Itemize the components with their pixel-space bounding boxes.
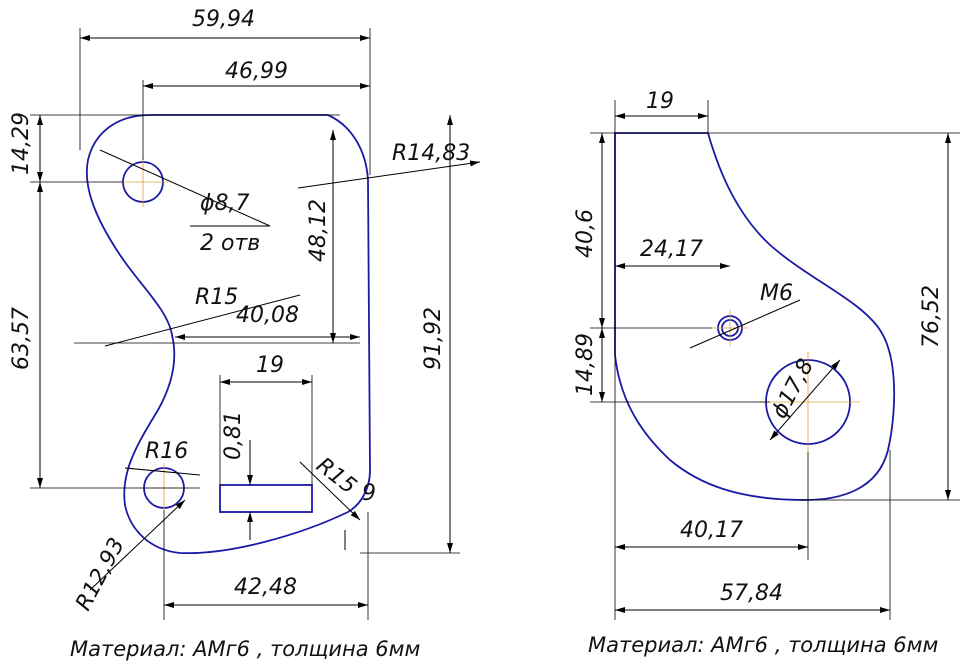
left-part: 59,94 46,99 14,29 R14,83 ϕ8,7 2 отв 48,1…: [9, 7, 481, 661]
dim-small-9: 9: [362, 481, 376, 506]
dim-slot-width: 19: [256, 353, 284, 378]
r-dim-top-width: 19: [646, 89, 674, 114]
r-dim-overall-width: 57,84: [720, 581, 783, 606]
dim-bottom-width: 42,48: [234, 575, 297, 600]
r-dim-hole-center-x: 40,17: [680, 518, 743, 543]
dim-radius-bottom-right: R15: [311, 453, 360, 499]
dim-left-height: 63,57: [9, 307, 34, 370]
dim-radius-hole2: R16: [145, 439, 188, 464]
dim-radius-bottom-left: R12,93: [71, 534, 130, 615]
dim-radius-waist: R15: [195, 285, 238, 310]
r-dim-thread: M6: [760, 281, 793, 306]
dim-overall-height: 91,92: [421, 307, 446, 370]
dim-radius-top-right: R14,83: [392, 141, 470, 166]
dim-waist-width: 40,08: [236, 303, 299, 328]
dim-top-offset: 14,29: [9, 112, 34, 175]
right-material-note: Материал: АМг6 , толщина 6мм: [588, 633, 938, 657]
r-dim-overall-height: 76,52: [919, 285, 944, 348]
right-part-outline: [614, 132, 896, 501]
r-dim-vert-1489: 14,89: [573, 333, 598, 396]
r-dim-big-hole-dia: ϕ17,8: [767, 355, 819, 423]
dim-slot-height: 0,81: [221, 411, 246, 460]
left-slot: [219, 484, 313, 513]
dim-vert-48: 48,12: [306, 199, 331, 262]
r-dim-hole-offset: 24,17: [640, 237, 703, 262]
r-dim-top-height: 40,6: [573, 209, 598, 258]
dim-hole-to-edge: 46,99: [225, 59, 288, 84]
dim-hole-dia: ϕ8,7: [200, 191, 250, 216]
left-part-outline: [86, 114, 371, 554]
left-material-note: Материал: АМг6 , толщина 6мм: [70, 637, 420, 661]
dim-overall-width: 59,94: [192, 7, 255, 32]
dim-hole-count: 2 отв: [200, 231, 260, 256]
right-part: 19 40,6 24,17 M6 76,52 14,89 ϕ17,8 40,17…: [573, 89, 960, 657]
